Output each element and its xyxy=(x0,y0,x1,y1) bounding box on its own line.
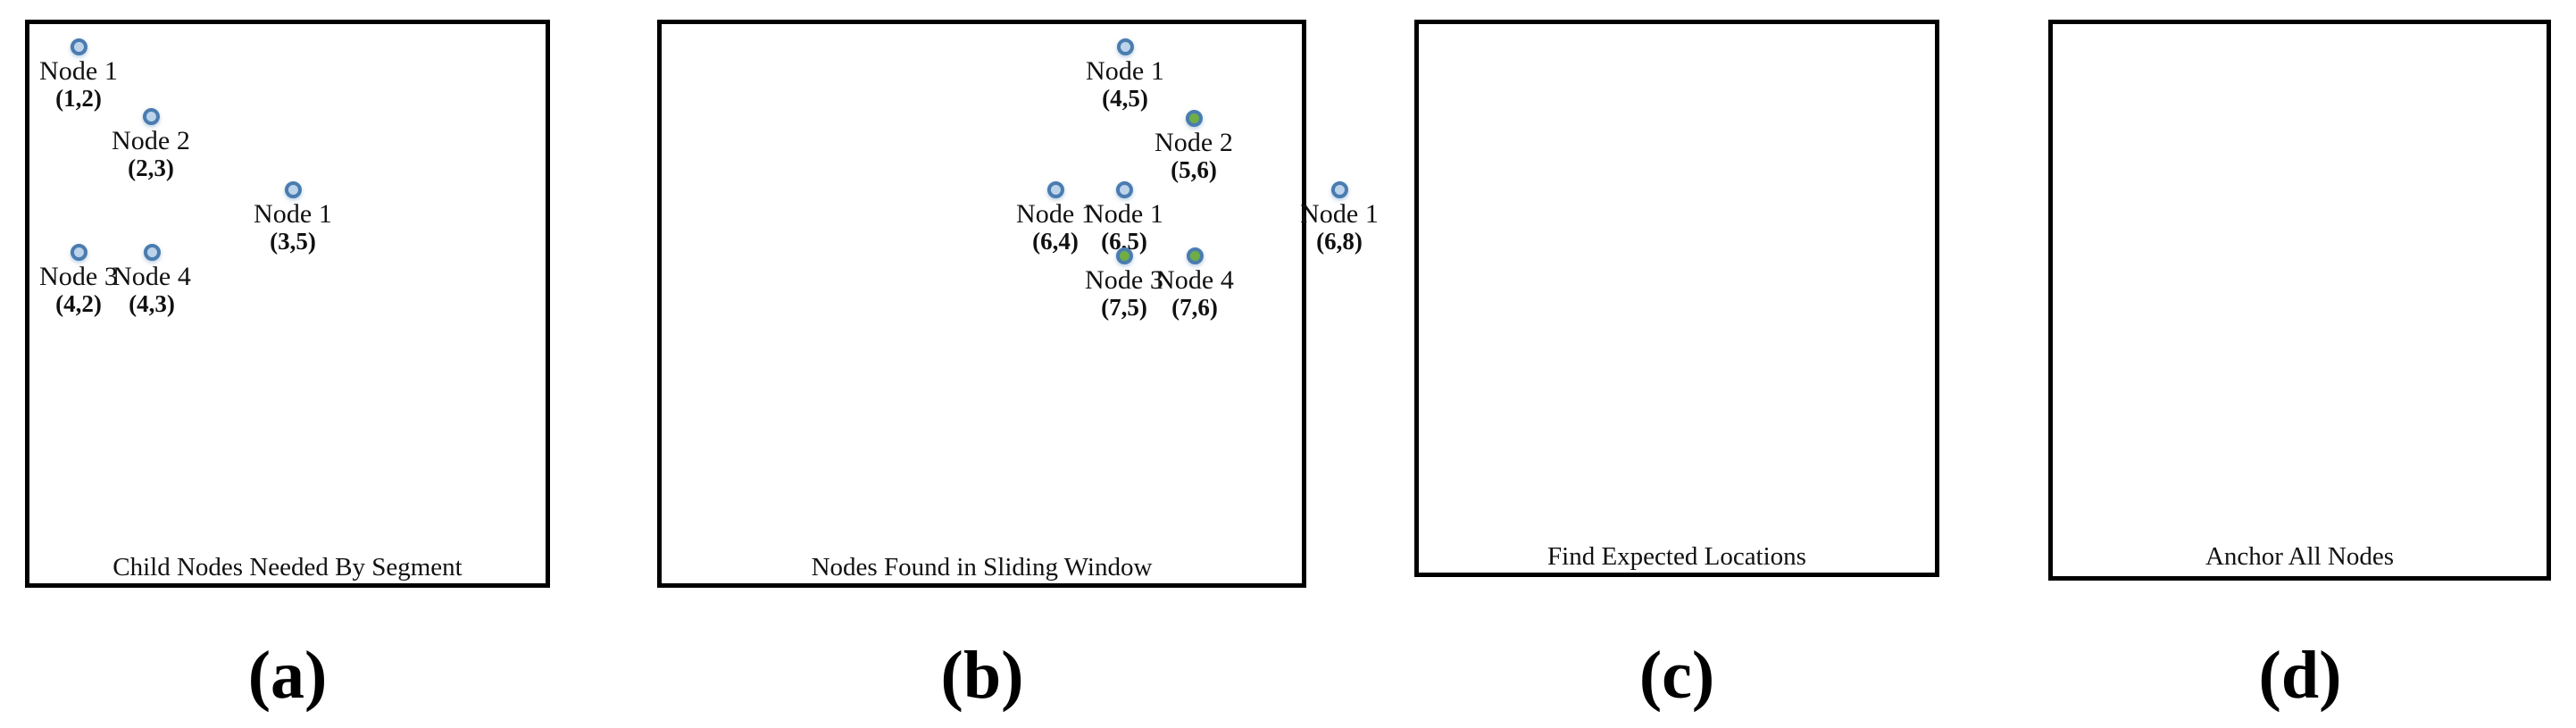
panel-caption: Find Expected Locations xyxy=(1547,542,1806,571)
panel-c: Node 1(4,5)Node 2(5,6)Node 1(6,8)Node 3(… xyxy=(1414,20,2483,577)
node-marker-group: Node 1(6,8) xyxy=(1300,181,1379,256)
node-dot-icon xyxy=(1115,247,1133,264)
node-dot-icon xyxy=(142,108,160,125)
node-coordinate: (1,2) xyxy=(55,85,102,113)
node-marker-group: Node 1(4,5) xyxy=(1086,38,1164,113)
node-dot-icon xyxy=(1330,181,1348,198)
node-coordinate: (5,6) xyxy=(1171,156,1217,184)
node-marker-group: Node 4(7,6) xyxy=(1155,247,1234,322)
node-coordinate: (7,5) xyxy=(1101,294,1147,322)
panel-letter: (a) xyxy=(247,638,328,713)
node-label: Node 1 xyxy=(1299,199,1380,229)
node-dot-icon xyxy=(1046,181,1064,198)
node-coordinate: (4,3) xyxy=(129,290,175,318)
panel-b: Node 1(4,5)Node 2(5,6)Node 1(6,4)Node 1(… xyxy=(657,20,1379,588)
node-marker-group: Node 2(5,6) xyxy=(1155,110,1233,185)
node-label: Node 3 xyxy=(38,262,119,291)
node-coordinate: (3,5) xyxy=(270,228,316,255)
node-dot-icon xyxy=(143,244,161,261)
node-marker-group: Node 2(2,3) xyxy=(112,108,190,183)
node-dot-icon xyxy=(1116,38,1134,55)
node-coordinate: (4,5) xyxy=(1102,85,1148,113)
node-marker-group: Node 1(6,5) xyxy=(1085,181,1163,256)
panel-letter: (b) xyxy=(940,638,1024,713)
node-marker-group: Node 4(4,3) xyxy=(113,244,191,319)
panel-letter: (c) xyxy=(1638,638,1715,713)
node-marker-group: Node 1(1,2) xyxy=(39,38,118,113)
node-label: Node 1 xyxy=(38,56,119,86)
node-marker-group: Node 3(7,5) xyxy=(1085,247,1163,322)
node-coordinate: (6,8) xyxy=(1316,228,1363,255)
node-label: Node 3 xyxy=(1084,265,1164,295)
node-coordinate: (6,4) xyxy=(1032,228,1079,255)
node-dot-icon xyxy=(1185,110,1203,127)
node-marker-group: Node 1(3,5) xyxy=(254,181,332,256)
node-label: Node 1 xyxy=(253,199,333,229)
node-dot-icon xyxy=(1186,247,1204,264)
panel-caption: Child Nodes Needed By Segment xyxy=(113,553,463,582)
node-label: Node 1 xyxy=(1085,56,1165,86)
node-dot-icon xyxy=(70,244,88,261)
node-coordinate: (7,6) xyxy=(1171,294,1218,322)
node-coordinate: (2,3) xyxy=(128,155,174,182)
node-dot-icon xyxy=(284,181,302,198)
node-dot-icon xyxy=(1115,181,1133,198)
panel-d: Node 1(4,5)Node 2(5,6)Node 1(6,8)Node 3(… xyxy=(2048,20,2551,581)
panel-a: Node 1(1,2)Node 2(2,3)Node 1(3,5)Node 3(… xyxy=(25,20,550,588)
panel-letter: (d) xyxy=(2258,638,2342,713)
node-label: Node 1 xyxy=(1015,199,1096,229)
node-label: Node 4 xyxy=(1155,265,1235,295)
node-marker-group: Node 1(6,4) xyxy=(1016,181,1095,256)
node-label: Node 2 xyxy=(111,126,191,155)
node-dot-icon xyxy=(70,38,88,55)
node-label: Node 1 xyxy=(1084,199,1164,229)
node-marker-group: Node 3(4,2) xyxy=(39,244,118,319)
panel-caption: Anchor All Nodes xyxy=(2205,542,2395,571)
panel-caption: Nodes Found in Sliding Window xyxy=(811,553,1153,582)
node-coordinate: (4,2) xyxy=(55,290,102,318)
node-label: Node 4 xyxy=(112,262,192,291)
node-label: Node 2 xyxy=(1154,128,1234,157)
